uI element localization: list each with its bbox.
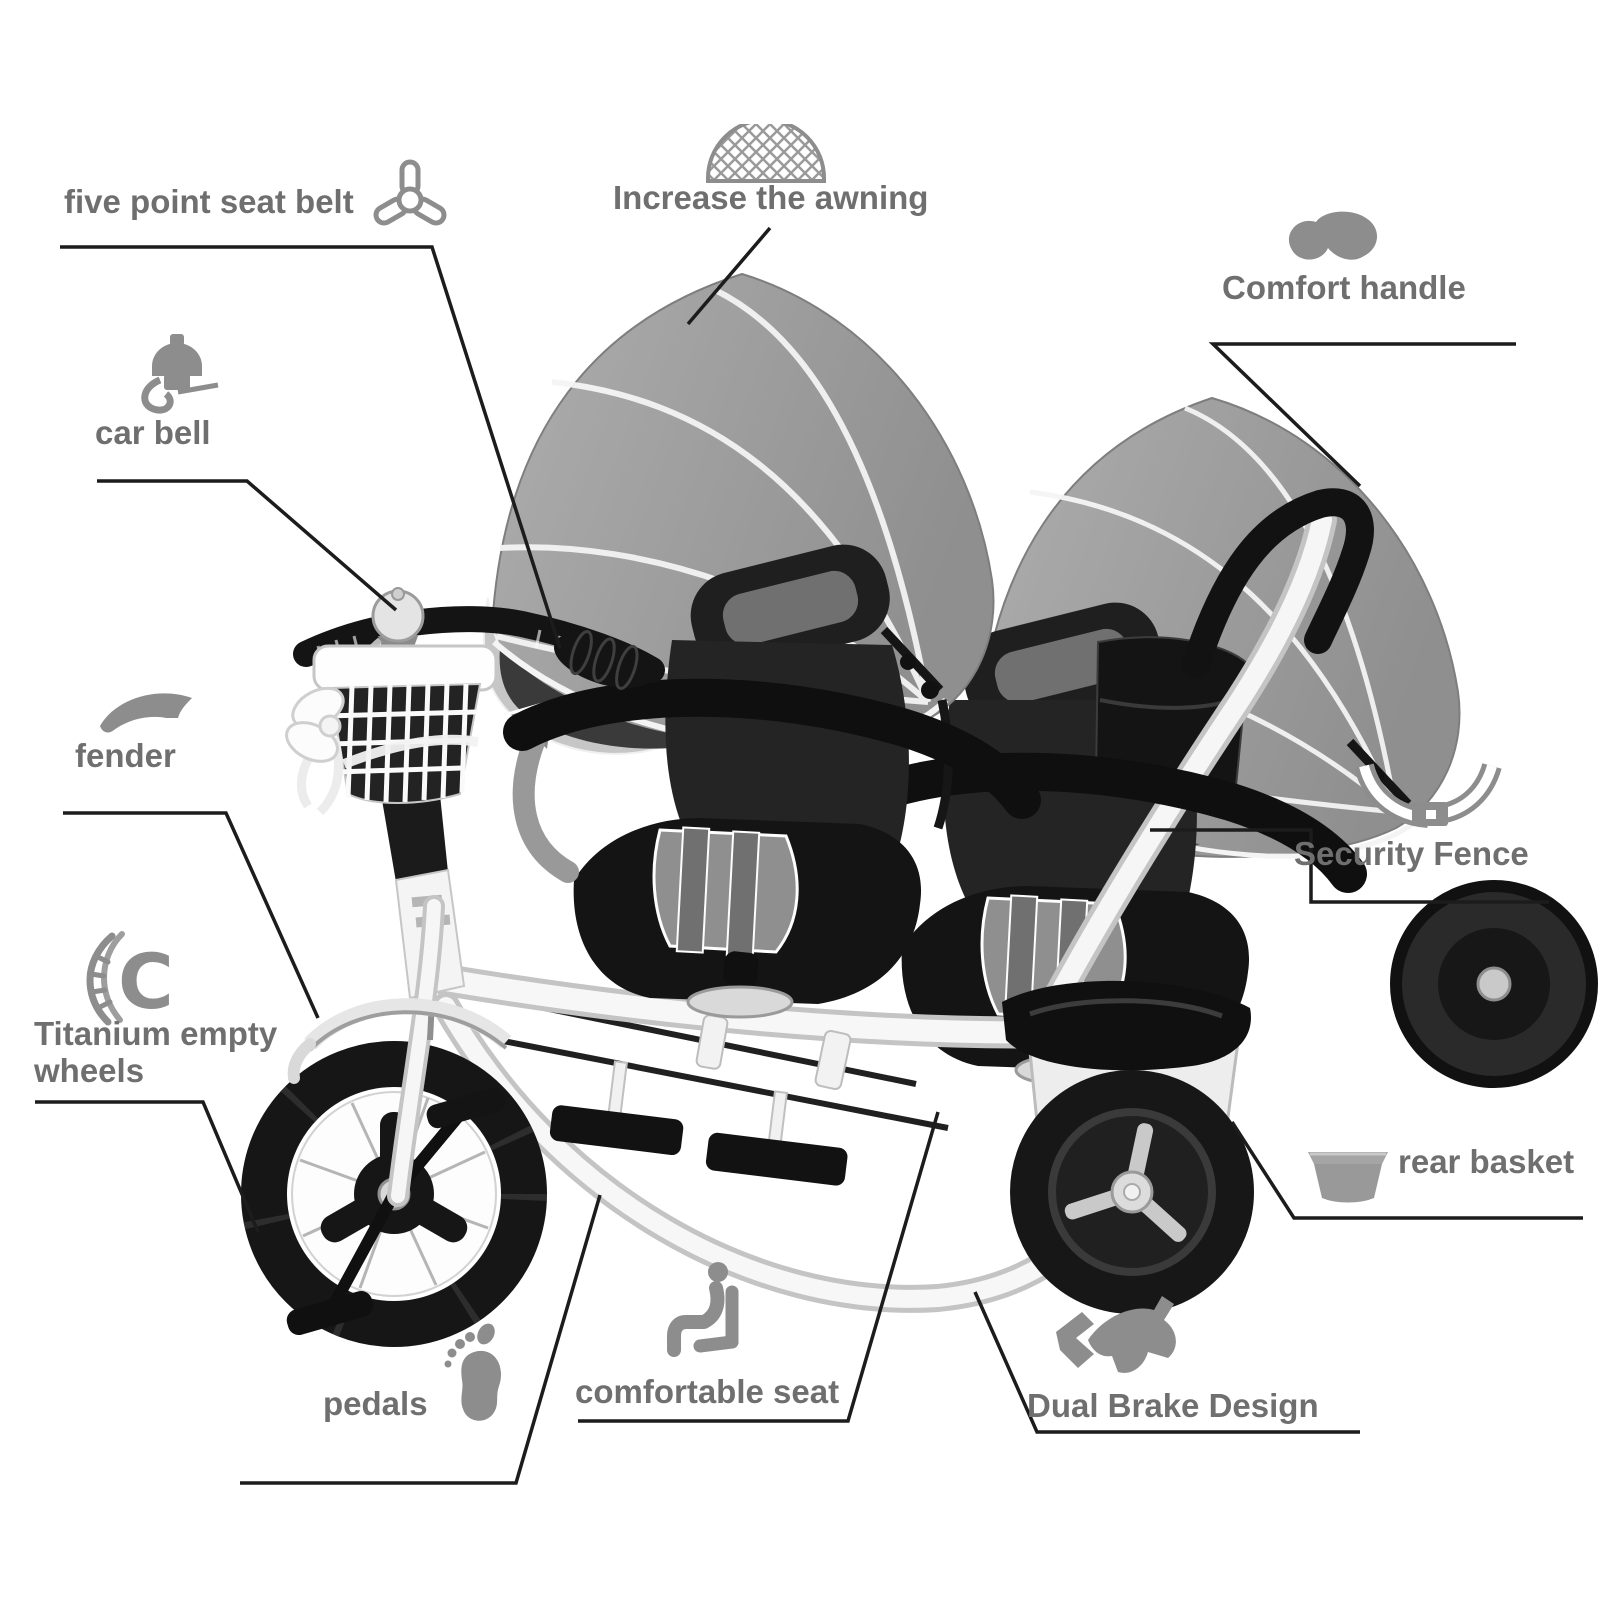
- handle-grip-icon: [1288, 211, 1378, 260]
- seated-person-icon: [667, 1262, 739, 1357]
- leader-dual-brake: [973, 1291, 1360, 1434]
- front-basket: [285, 644, 498, 816]
- footprint-icon: [444, 1323, 502, 1421]
- far-rear-wheel: [1390, 880, 1598, 1088]
- footrests: [549, 1060, 848, 1186]
- push-handle: [1037, 488, 1374, 1023]
- leader-car-bell: [97, 479, 398, 612]
- fender-icon: [100, 693, 192, 733]
- label-security-fence: Security Fence: [1294, 835, 1529, 872]
- label-comfortable-seat: comfortable seat: [575, 1373, 840, 1410]
- leader-five-point-seat-belt: [60, 245, 562, 649]
- label-dual-brake-design: Dual Brake Design: [1027, 1387, 1319, 1424]
- front-seat: [573, 544, 922, 1019]
- tire-icon: C: [86, 931, 174, 1026]
- front-security-fence: [503, 678, 1041, 883]
- label-increase-awning: Increase the awning: [613, 179, 929, 216]
- basket-bow: [285, 686, 345, 816]
- leader-awning: [686, 226, 772, 326]
- basket-icon: [1308, 1152, 1388, 1203]
- awning-icon: [706, 124, 826, 183]
- leader-comfortable-seat: [578, 1111, 940, 1423]
- brake-pedal-icon: [1056, 1296, 1176, 1373]
- leader-pedals: [240, 1194, 602, 1485]
- leader-fender: [63, 811, 320, 1019]
- label-fender: fender: [75, 737, 176, 774]
- label-pedals: pedals: [323, 1385, 428, 1422]
- bell-icon: [141, 334, 219, 414]
- front-fork-and-fender: [287, 895, 512, 1207]
- leader-titanium-wheels: [35, 1100, 260, 1233]
- guard-rail-icon: [1354, 762, 1502, 828]
- leader-rear-basket: [1230, 1121, 1583, 1220]
- leader-security-fence: [1150, 828, 1549, 904]
- label-comfort-handle: Comfort handle: [1222, 269, 1466, 306]
- label-five-point-seat-belt: five point seat belt: [64, 183, 354, 220]
- leader-lines: [35, 226, 1583, 1485]
- label-car-bell: car bell: [95, 414, 211, 451]
- svg-text:C: C: [118, 937, 174, 1026]
- label-rear-basket: rear basket: [1398, 1143, 1575, 1180]
- leader-comfort-handle: [1208, 342, 1516, 488]
- three-lobe-buckle-icon: [373, 159, 447, 226]
- label-titanium-empty-wheels: Titanium empty wheels: [34, 1015, 278, 1089]
- rear-wheel: [1010, 1070, 1254, 1314]
